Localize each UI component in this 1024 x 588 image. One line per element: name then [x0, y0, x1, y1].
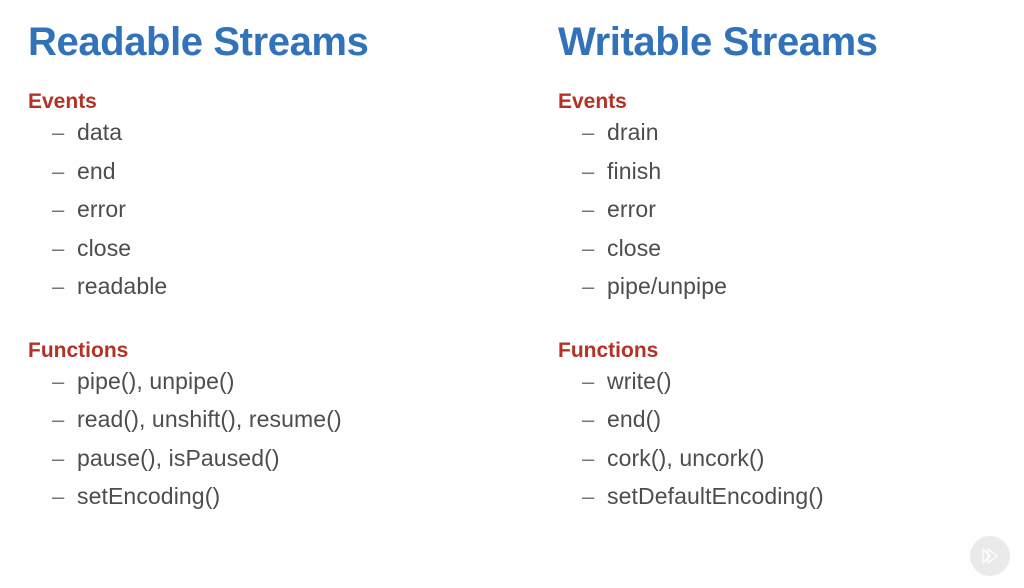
dash-bullet-icon: –: [582, 158, 595, 184]
section-heading-functions: Functions: [28, 338, 129, 362]
list-item-label: data: [77, 119, 123, 146]
list-writable-events: – drain – finish – error – close: [558, 121, 1024, 314]
list-item-label: drain: [607, 119, 659, 146]
list-item: – drain: [558, 121, 1024, 160]
dash-bullet-icon: –: [582, 484, 595, 510]
list-item-label: pipe(), unpipe(): [77, 367, 235, 394]
list-item: – read(), unshift(), resume(): [28, 408, 530, 447]
section-readable-functions: Functions – pipe(), unpipe() – read(), u…: [28, 338, 530, 524]
dash-bullet-icon: –: [582, 120, 595, 146]
dash-bullet-icon: –: [582, 235, 595, 261]
dash-bullet-icon: –: [52, 484, 65, 510]
play-outline-icon: [970, 536, 1010, 576]
section-writable-functions: Functions – write() – end() – cork(), un…: [558, 338, 1024, 524]
list-item: – end: [28, 157, 530, 199]
list-item-label: setEncoding(): [77, 483, 221, 510]
dash-bullet-icon: –: [582, 445, 595, 471]
dash-bullet-icon: –: [582, 197, 595, 223]
section-heading-events: Events: [28, 90, 97, 113]
column-writable-streams: Writable Streams Events – drain – finish…: [530, 0, 1024, 588]
dash-bullet-icon: –: [582, 407, 595, 433]
page-title-writable-streams: Writable Streams: [558, 20, 878, 64]
section-readable-events: Events – data – end – error –: [28, 89, 530, 314]
list-item: – write(): [558, 367, 1024, 409]
list-item-label: end: [77, 157, 116, 184]
list-item: – pipe(), unpipe(): [28, 367, 530, 409]
list-item-label: read(), unshift(), resume(): [77, 406, 342, 433]
dash-bullet-icon: –: [52, 120, 65, 146]
column-readable-streams: Readable Streams Events – data – end – e…: [28, 20, 530, 524]
list-item: – pause(), isPaused(): [28, 444, 530, 486]
list-item: – setDefaultEncoding(): [558, 485, 1024, 524]
list-readable-functions: – pipe(), unpipe() – read(), unshift(), …: [28, 367, 530, 524]
dash-bullet-icon: –: [582, 274, 595, 300]
list-item-label: error: [77, 196, 127, 223]
dash-bullet-icon: –: [52, 407, 65, 433]
list-item: – error: [558, 198, 1024, 237]
dash-bullet-icon: –: [582, 368, 595, 394]
list-item-label: pipe/unpipe: [607, 273, 728, 300]
list-item-label: setDefaultEncoding(): [607, 483, 824, 510]
list-item-label: end(): [607, 406, 662, 433]
list-item-label: write(): [607, 367, 672, 394]
section-writable-events: Events – drain – finish – error: [558, 89, 1024, 314]
list-item: – data: [28, 121, 530, 160]
list-item: – error: [28, 198, 530, 237]
list-item-label: cork(), uncork(): [607, 444, 765, 471]
list-item: – close: [28, 234, 530, 276]
list-readable-events: – data – end – error – close: [28, 121, 530, 314]
list-item-label: error: [607, 196, 657, 223]
list-item: – readable: [28, 275, 530, 314]
page-title-readable-streams: Readable Streams: [28, 20, 369, 64]
list-item: – setEncoding(): [28, 485, 530, 524]
list-item: – end(): [558, 408, 1024, 447]
dash-bullet-icon: –: [52, 197, 65, 223]
list-item-label: readable: [77, 273, 168, 300]
dash-bullet-icon: –: [52, 445, 65, 471]
dash-bullet-icon: –: [52, 368, 65, 394]
list-item-label: close: [77, 234, 132, 261]
section-heading-functions: Functions: [558, 338, 659, 362]
dash-bullet-icon: –: [52, 158, 65, 184]
list-item: – cork(), uncork(): [558, 444, 1024, 486]
list-item: – pipe/unpipe: [558, 275, 1024, 314]
list-writable-functions: – write() – end() – cork(), uncork() – s…: [558, 367, 1024, 524]
dash-bullet-icon: –: [52, 235, 65, 261]
dash-bullet-icon: –: [52, 274, 65, 300]
list-item: – finish: [558, 157, 1024, 199]
list-item-label: pause(), isPaused(): [77, 444, 280, 471]
list-item: – close: [558, 234, 1024, 276]
section-heading-events: Events: [558, 90, 627, 113]
list-item-label: finish: [607, 157, 662, 184]
list-item-label: close: [607, 234, 662, 261]
